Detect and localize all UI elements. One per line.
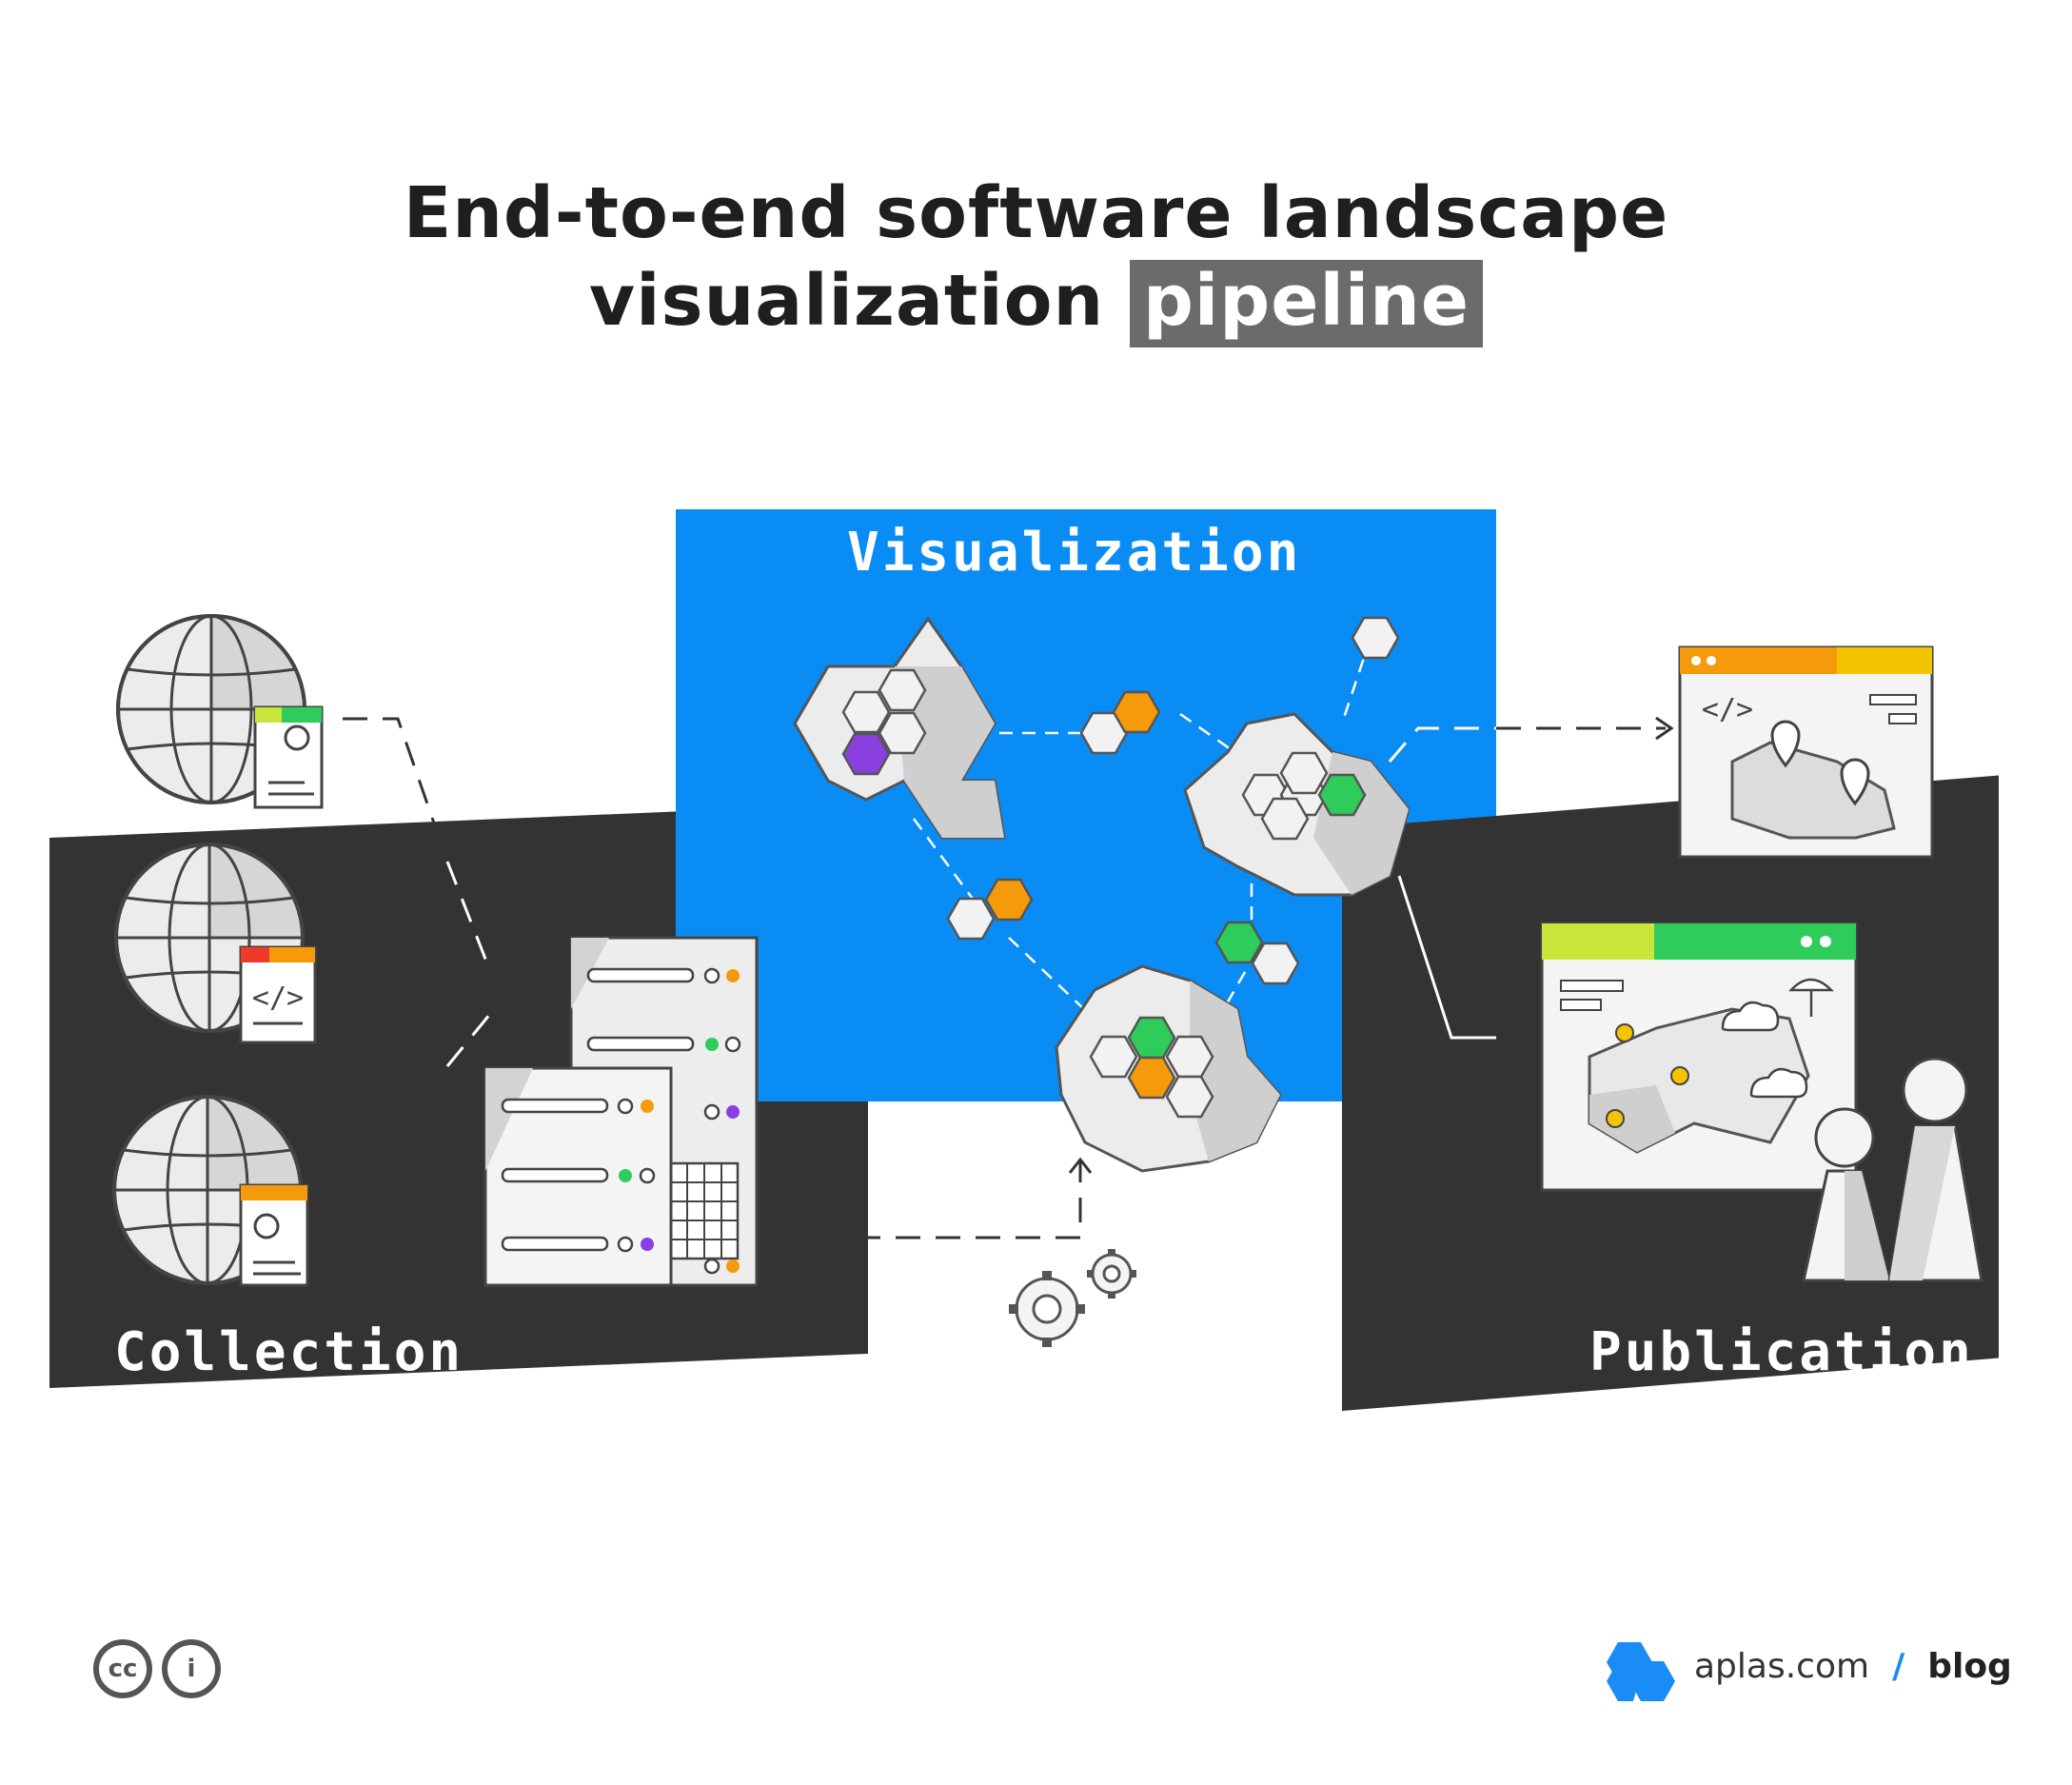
svg-text:</>: </>	[1702, 693, 1753, 726]
gear-icon	[1009, 1271, 1085, 1347]
audience-figures	[1802, 1057, 1983, 1282]
brand-link[interactable]: aplas.com / blog	[1694, 1647, 2012, 1686]
globe-icon: </>	[114, 843, 317, 1044]
svg-text:</>: </>	[252, 982, 304, 1015]
weather-map-window	[1540, 922, 1858, 1192]
brand-domain: aplas.com	[1694, 1647, 1870, 1686]
map-window-small: </>	[1678, 645, 1934, 859]
attribution-icon: i	[162, 1639, 221, 1698]
globe-icon	[116, 614, 324, 809]
title-line-1: End-to-end software landscape	[403, 172, 1669, 254]
collection-stage-label: Collection	[114, 1321, 464, 1383]
aplas-logo-icon	[1607, 1642, 1675, 1701]
brand-section: blog	[1927, 1647, 2012, 1686]
publication-stage-label: Publication	[1589, 1321, 1974, 1383]
title-line-2: visualization pipeline	[0, 257, 2072, 347]
license-badges: cc i	[93, 1639, 221, 1698]
server-rack-icon	[483, 1066, 673, 1287]
gear-icon	[1087, 1249, 1136, 1299]
title-line-2-text: visualization	[588, 260, 1105, 342]
title-highlight: pipeline	[1129, 260, 1484, 347]
brand-slash: /	[1892, 1647, 1905, 1686]
page-title: End-to-end software landscape visualizat…	[0, 169, 2072, 347]
globe-icon	[112, 1095, 309, 1287]
hex-graph	[793, 616, 1411, 1173]
visualization-stage-label: Visualization	[847, 522, 1302, 584]
cc-license-icon: cc	[93, 1639, 152, 1698]
